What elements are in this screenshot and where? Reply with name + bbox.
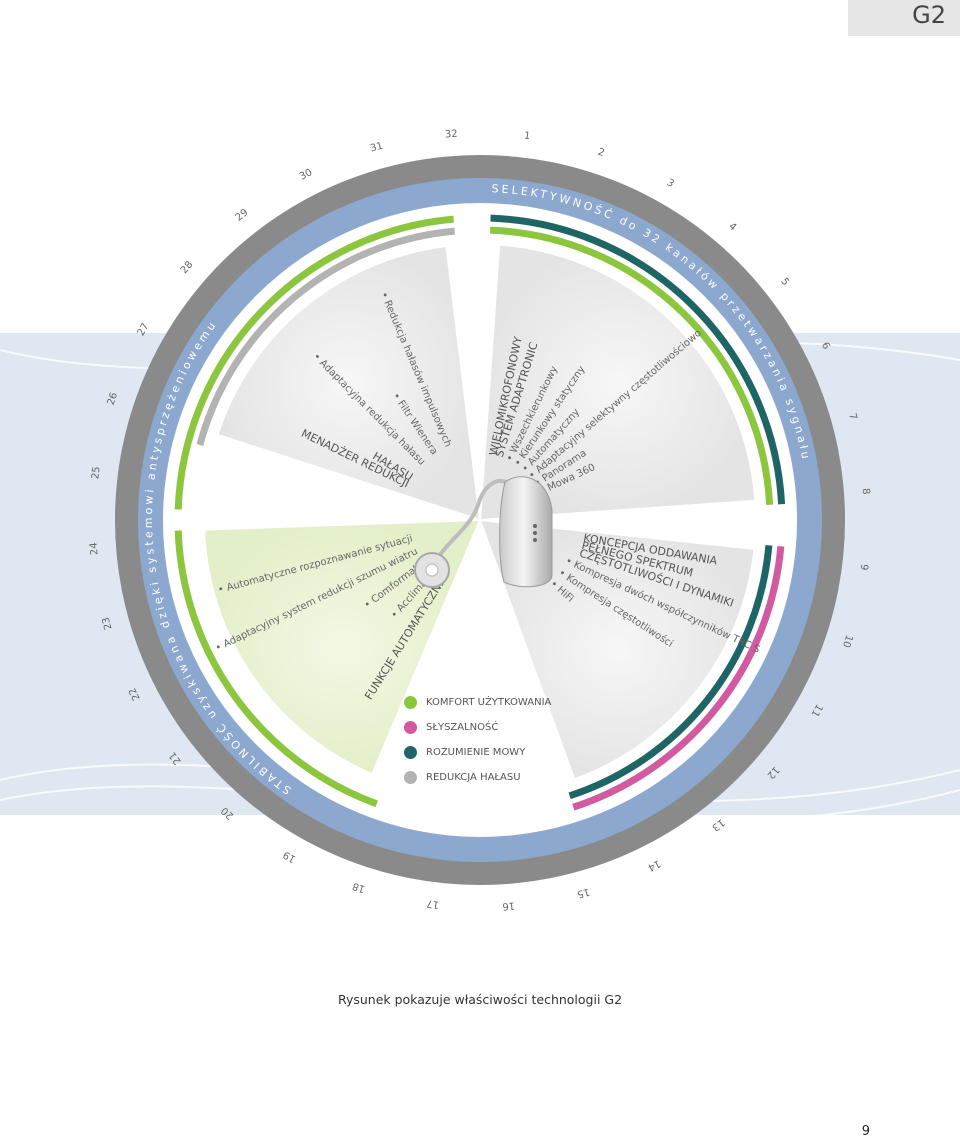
channel-number: 27 bbox=[136, 321, 152, 338]
channel-number: 18 bbox=[351, 880, 367, 894]
channel-number: 14 bbox=[646, 857, 662, 873]
sector-noise bbox=[216, 244, 482, 522]
legend-item-speech-understanding: ROZUMIENIE MOWY bbox=[404, 740, 551, 765]
comfort-arc-directional bbox=[489, 226, 774, 506]
figure-caption: Rysunek pokazuje właściwości technologii… bbox=[337, 992, 623, 1007]
legend-label: REDUKCJA HAŁASU bbox=[426, 772, 521, 783]
legend-item-comfort: KOMFORT UŻYTKOWANIA bbox=[404, 690, 551, 715]
feature-sectors bbox=[203, 243, 757, 781]
channel-number: 28 bbox=[179, 259, 196, 276]
hearing-aid-icon bbox=[414, 476, 553, 588]
channel-number: 9 bbox=[858, 563, 870, 571]
document-tag: G2 bbox=[848, 0, 960, 36]
channel-number: 6 bbox=[819, 341, 832, 352]
channel-number: 15 bbox=[576, 885, 591, 899]
channel-number: 5 bbox=[778, 276, 791, 288]
comfort-arc-noise bbox=[174, 215, 454, 510]
sector-automatic bbox=[203, 518, 482, 776]
channel-number: 10 bbox=[840, 633, 854, 649]
channel-number: 25 bbox=[90, 466, 102, 480]
sector-directional bbox=[478, 243, 757, 522]
channel-number: 19 bbox=[281, 848, 298, 864]
legend-label: SŁYSZALNOŚĆ bbox=[426, 722, 499, 733]
channel-number: 3 bbox=[665, 177, 676, 190]
channel-number: 11 bbox=[808, 702, 824, 719]
audibility-arc-spectrum bbox=[572, 546, 785, 811]
channel-number: 8 bbox=[860, 488, 871, 495]
channel-number: 17 bbox=[426, 897, 440, 909]
channel-number: 32 bbox=[445, 129, 459, 141]
comfort-arc-automatic bbox=[174, 530, 378, 808]
legend-item-audibility: SŁYSZALNOŚĆ bbox=[404, 715, 551, 740]
page-number: 9 bbox=[861, 1124, 870, 1139]
speech-arc-directional bbox=[490, 214, 786, 505]
sector-spectrum bbox=[478, 518, 756, 781]
legend-item-noise-reduction: REDUKCJA HAŁASU bbox=[404, 765, 551, 790]
legend-label: KOMFORT UŻYTKOWANIA bbox=[426, 697, 552, 708]
channel-number: 26 bbox=[106, 391, 120, 407]
legend-swatch bbox=[404, 771, 417, 784]
noise-arc-noise bbox=[196, 227, 456, 446]
channel-number: 1 bbox=[523, 131, 531, 143]
channel-number: 2 bbox=[596, 147, 605, 159]
channel-number: 23 bbox=[101, 616, 115, 631]
property-arcs bbox=[174, 214, 786, 811]
legend: KOMFORT UŻYTKOWANIA SŁYSZALNOŚĆ ROZUMIEN… bbox=[404, 690, 551, 790]
speech-arc-spectrum bbox=[568, 544, 773, 800]
channel-number: 22 bbox=[127, 686, 143, 702]
legend-swatch bbox=[404, 696, 417, 709]
channel-number: 4 bbox=[726, 221, 738, 233]
channel-number: 24 bbox=[89, 542, 101, 556]
legend-swatch bbox=[404, 721, 417, 734]
legend-label: ROZUMIENIE MOWY bbox=[426, 747, 526, 758]
channel-number: 30 bbox=[298, 167, 314, 183]
channel-number: 13 bbox=[710, 816, 727, 833]
channel-number: 29 bbox=[234, 207, 251, 224]
channel-number: 16 bbox=[502, 899, 516, 911]
channel-number: 7 bbox=[846, 412, 858, 421]
legend-swatch bbox=[404, 746, 417, 759]
channel-number: 31 bbox=[369, 141, 384, 155]
